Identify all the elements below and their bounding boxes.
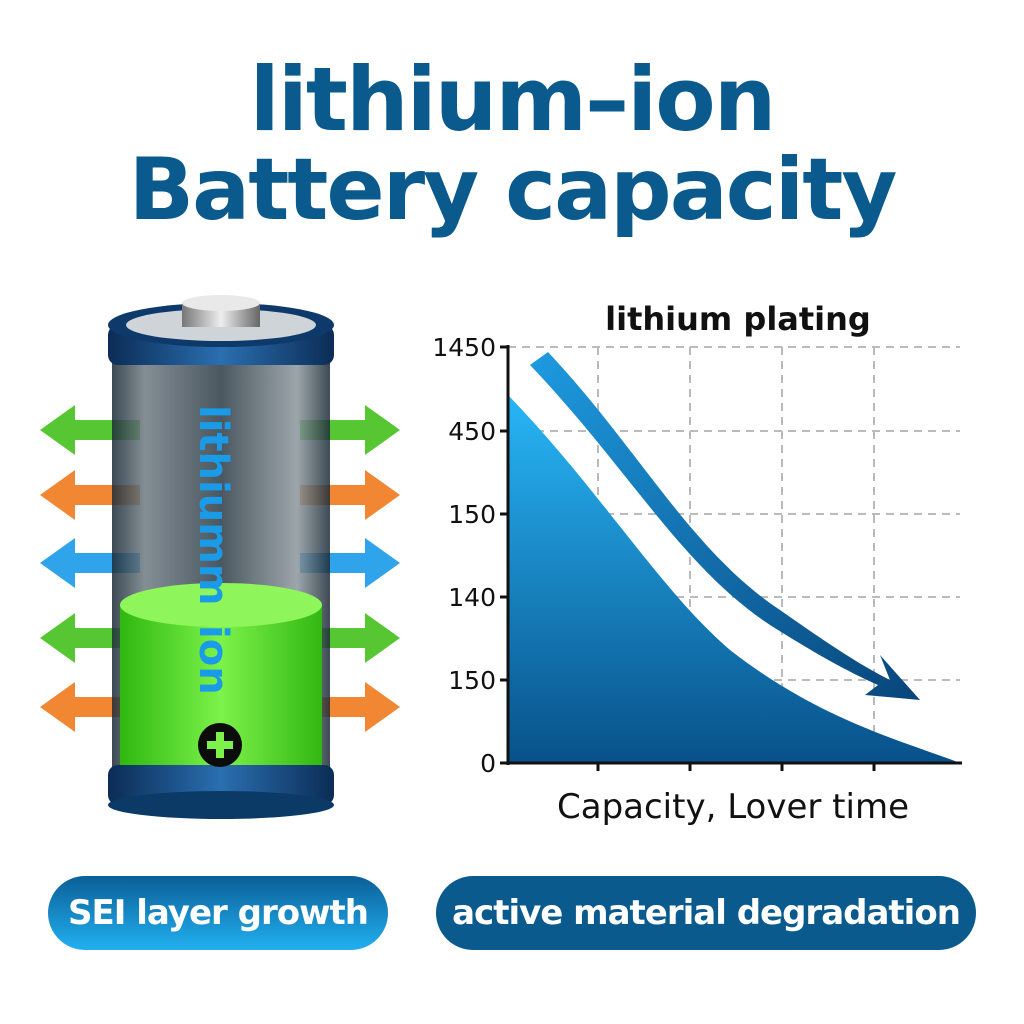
capacity-area bbox=[508, 395, 960, 763]
active-material-degradation-badge: active material degradation bbox=[436, 876, 976, 950]
svg-text:450: 450 bbox=[448, 417, 496, 446]
svg-text:1450: 1450 bbox=[432, 333, 496, 362]
x-axis-label: Capacity, Lover time bbox=[557, 787, 909, 827]
battery-label-top: lithiumm bbox=[190, 405, 236, 606]
svg-text:0: 0 bbox=[480, 749, 496, 778]
plus-icon bbox=[198, 723, 242, 767]
svg-text:150: 150 bbox=[448, 500, 496, 529]
capacity-chart: lithium plating 1450 450 150 140 150 0 C… bbox=[432, 300, 962, 827]
svg-text:150: 150 bbox=[448, 666, 496, 695]
trend-arrow-icon bbox=[530, 352, 920, 700]
chart-title: lithium plating bbox=[605, 300, 871, 338]
ion-arrows bbox=[40, 405, 400, 732]
svg-text:140: 140 bbox=[448, 583, 496, 612]
sei-layer-growth-badge: SEI layer growth bbox=[48, 876, 388, 950]
y-tick-labels: 1450 450 150 140 150 0 bbox=[432, 333, 496, 778]
title-line-2: Battery capacity bbox=[128, 140, 898, 240]
title-line-1: lithium–ion bbox=[249, 48, 777, 151]
battery-label-bottom: ion bbox=[190, 625, 236, 695]
battery-illustration: lithiumm ion bbox=[40, 295, 400, 819]
